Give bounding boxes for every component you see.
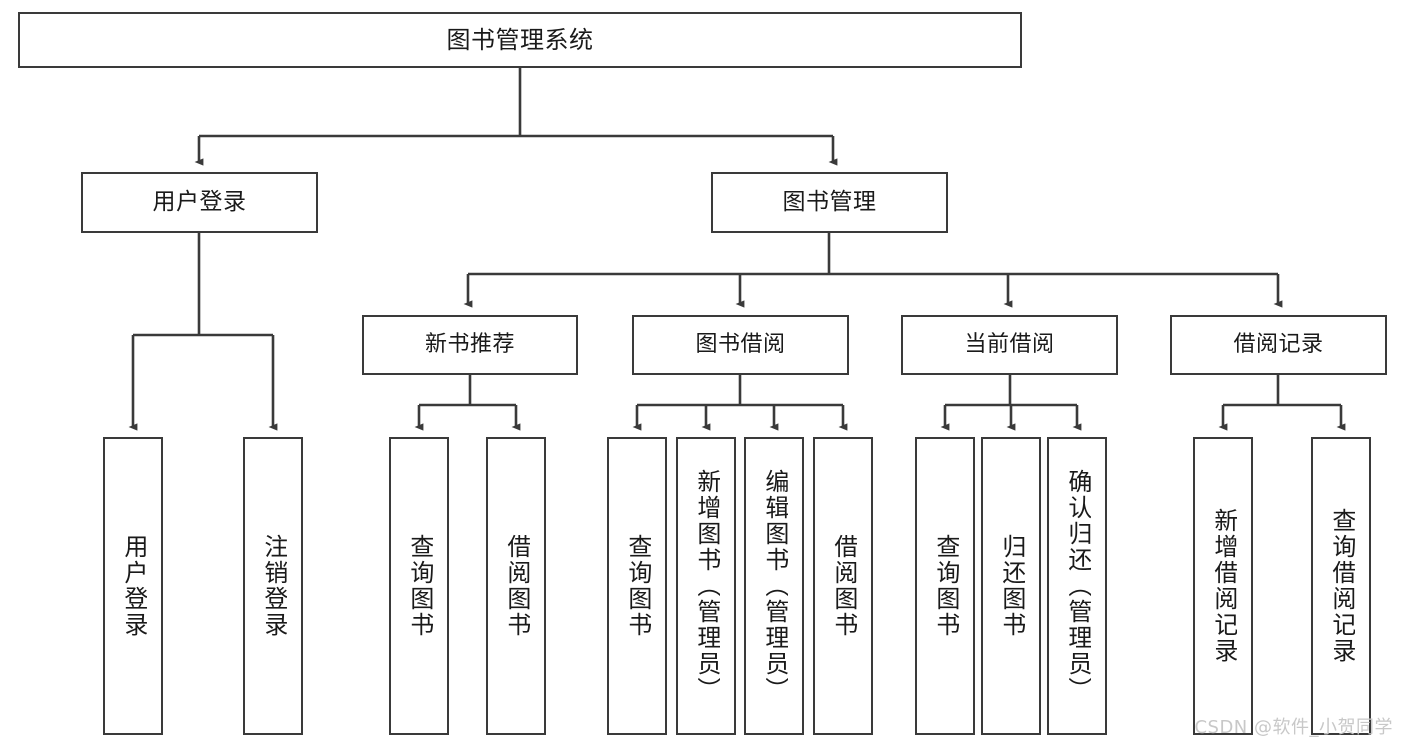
leaf-logout-login[interactable]: 注销登录 bbox=[243, 437, 303, 735]
node-root[interactable]: 图书管理系统 bbox=[18, 12, 1022, 68]
node-current-borrow[interactable]: 当前借阅 bbox=[901, 315, 1118, 375]
leaf-edit-book-label: 编辑图书（管理员） bbox=[760, 469, 788, 703]
leaf-logout-login-label: 注销登录 bbox=[259, 534, 287, 638]
leaf-query-book-3[interactable]: 查询图书 bbox=[915, 437, 975, 735]
leaf-query-book-2-label: 查询图书 bbox=[623, 534, 651, 638]
leaf-add-book-label: 新增图书（管理员） bbox=[692, 469, 720, 703]
node-user-login-label: 用户登录 bbox=[152, 188, 247, 215]
node-current-borrow-label: 当前借阅 bbox=[964, 331, 1055, 357]
leaf-query-book-3-label: 查询图书 bbox=[931, 534, 959, 638]
leaf-query-book-2[interactable]: 查询图书 bbox=[607, 437, 667, 735]
csdn-watermark: CSDN @软件_小贺同学 bbox=[1194, 717, 1393, 738]
node-new-book-recommend[interactable]: 新书推荐 bbox=[362, 315, 578, 375]
leaf-add-book[interactable]: 新增图书（管理员） bbox=[676, 437, 736, 735]
leaf-user-login-label: 用户登录 bbox=[119, 534, 147, 638]
leaf-query-record[interactable]: 查询借阅记录 bbox=[1311, 437, 1371, 735]
leaf-user-login[interactable]: 用户登录 bbox=[103, 437, 163, 735]
node-book-borrow-label: 图书借阅 bbox=[695, 331, 786, 357]
leaf-borrow-book-1[interactable]: 借阅图书 bbox=[486, 437, 546, 735]
leaf-query-book-1-label: 查询图书 bbox=[405, 534, 433, 638]
leaf-add-record[interactable]: 新增借阅记录 bbox=[1193, 437, 1253, 735]
node-book-manage[interactable]: 图书管理 bbox=[711, 172, 948, 233]
node-borrow-record-label: 借阅记录 bbox=[1233, 331, 1324, 357]
leaf-borrow-book-1-label: 借阅图书 bbox=[502, 534, 530, 638]
leaf-confirm-return-label: 确认归还（管理员） bbox=[1063, 469, 1091, 703]
node-borrow-record[interactable]: 借阅记录 bbox=[1170, 315, 1387, 375]
node-book-borrow[interactable]: 图书借阅 bbox=[632, 315, 849, 375]
leaf-borrow-book-2[interactable]: 借阅图书 bbox=[813, 437, 873, 735]
leaf-confirm-return[interactable]: 确认归还（管理员） bbox=[1047, 437, 1107, 735]
leaf-edit-book[interactable]: 编辑图书（管理员） bbox=[744, 437, 804, 735]
node-root-label: 图书管理系统 bbox=[446, 25, 594, 54]
leaf-borrow-book-2-label: 借阅图书 bbox=[829, 534, 857, 638]
node-user-login[interactable]: 用户登录 bbox=[81, 172, 318, 233]
leaf-query-book-1[interactable]: 查询图书 bbox=[389, 437, 449, 735]
leaf-return-book[interactable]: 归还图书 bbox=[981, 437, 1041, 735]
node-book-manage-label: 图书管理 bbox=[782, 188, 877, 215]
leaf-add-record-label: 新增借阅记录 bbox=[1209, 508, 1237, 664]
node-new-book-recommend-label: 新书推荐 bbox=[424, 331, 515, 357]
leaf-return-book-label: 归还图书 bbox=[997, 534, 1025, 638]
leaf-query-record-label: 查询借阅记录 bbox=[1327, 508, 1355, 664]
